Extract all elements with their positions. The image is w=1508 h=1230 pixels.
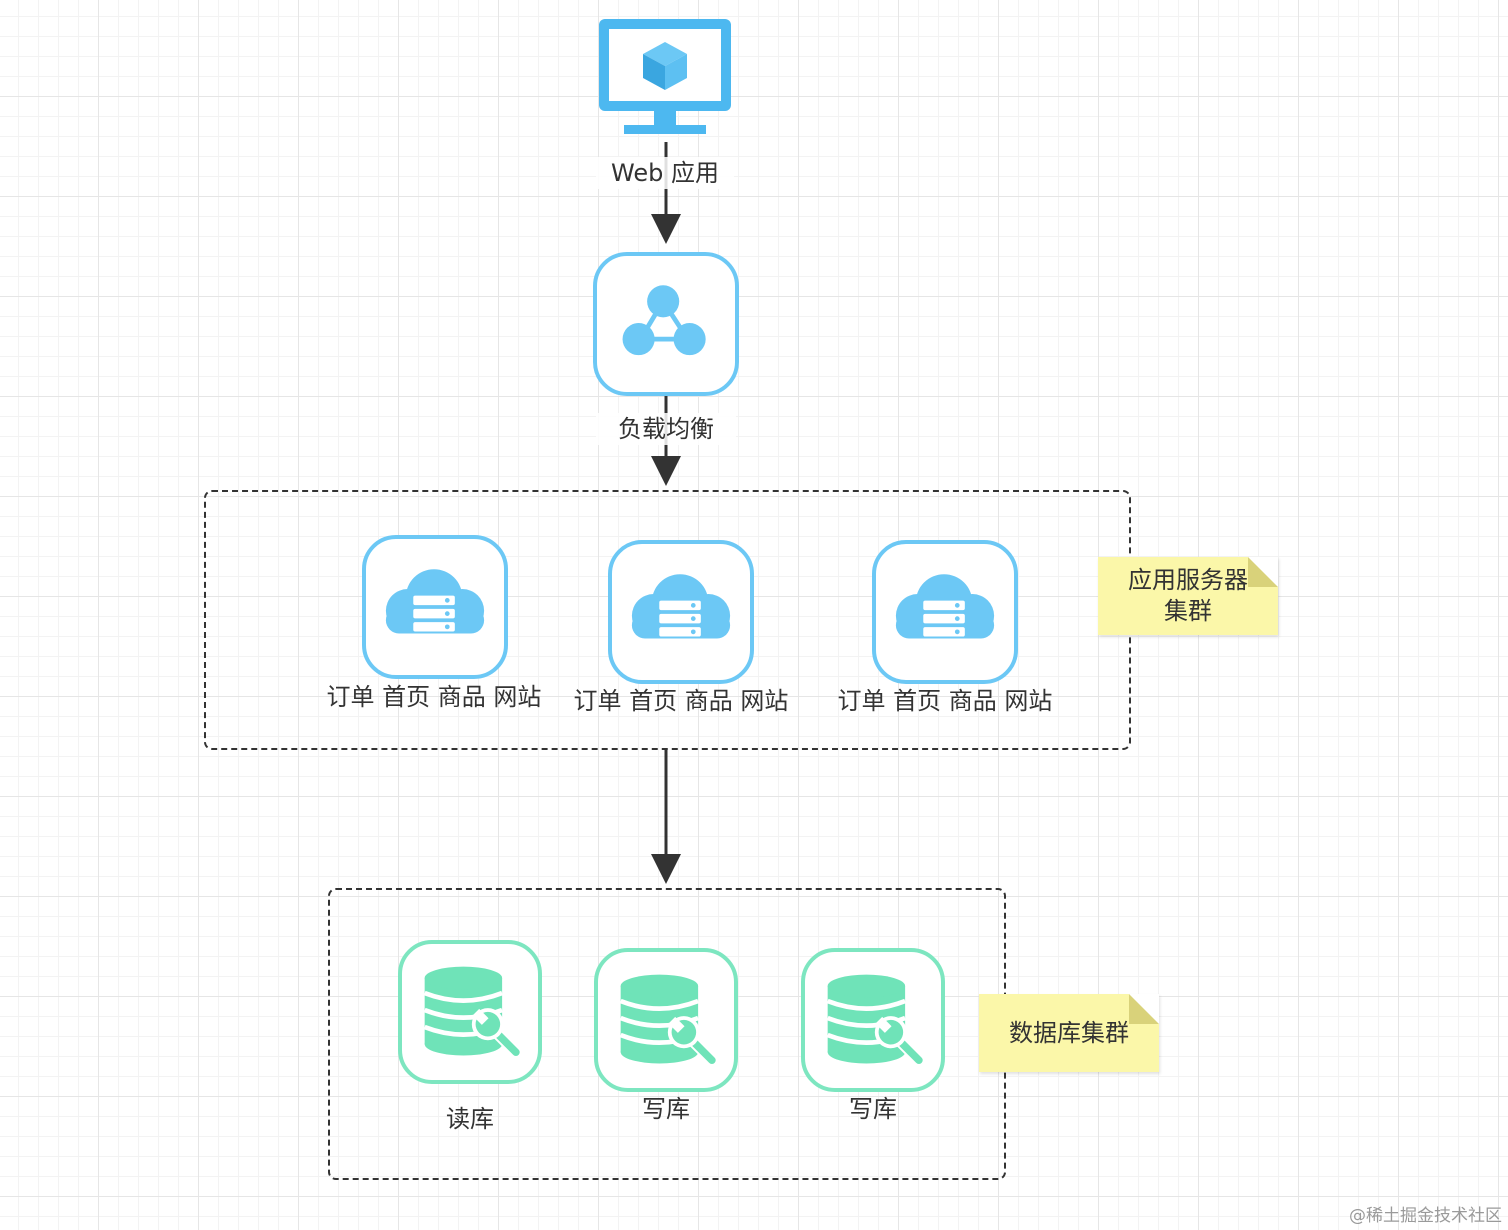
app-server-label-2: 订单 首页 商品 网站 <box>573 687 789 715</box>
load-balancer-label: 负载均衡 <box>596 413 736 445</box>
watermark: @稀土掘金技术社区 <box>1349 1206 1502 1226</box>
cloud-server-icon <box>385 569 485 634</box>
app-server-node-3[interactable] <box>872 540 1018 684</box>
web-app-node[interactable] <box>596 16 734 138</box>
app-cluster-note: 应用服务器集群 <box>1098 557 1278 635</box>
database-node-2[interactable] <box>594 948 738 1092</box>
db-cluster-note-text: 数据库集群 <box>1009 1018 1129 1047</box>
note-fold <box>1248 557 1278 587</box>
db-cluster-note: 数据库集群 <box>979 994 1159 1072</box>
load-balancer-icon <box>622 285 706 356</box>
database-node-3[interactable] <box>801 948 945 1092</box>
app-server-label-1: 订单 首页 商品 网站 <box>326 683 542 711</box>
database-wrench-icon <box>826 974 925 1066</box>
note-fold <box>1129 994 1159 1024</box>
database-wrench-icon <box>619 974 718 1066</box>
web-app-label: Web 应用 <box>596 157 734 189</box>
app-server-label-3: 订单 首页 商品 网站 <box>837 687 1053 715</box>
cloud-server-icon <box>631 574 731 639</box>
app-server-node-2[interactable] <box>608 540 754 684</box>
load-balancer-node[interactable] <box>593 252 739 396</box>
monitor-cube-icon <box>599 19 731 134</box>
database-label-3: 写库 <box>849 1095 897 1123</box>
database-label-1: 读库 <box>446 1105 494 1133</box>
database-node-1[interactable] <box>398 940 542 1084</box>
database-wrench-icon <box>423 966 522 1058</box>
cloud-server-icon <box>895 574 995 639</box>
app-cluster-note-text: 应用服务器集群 <box>1128 566 1248 625</box>
app-server-node-1[interactable] <box>362 535 508 679</box>
database-label-2: 写库 <box>642 1095 690 1123</box>
